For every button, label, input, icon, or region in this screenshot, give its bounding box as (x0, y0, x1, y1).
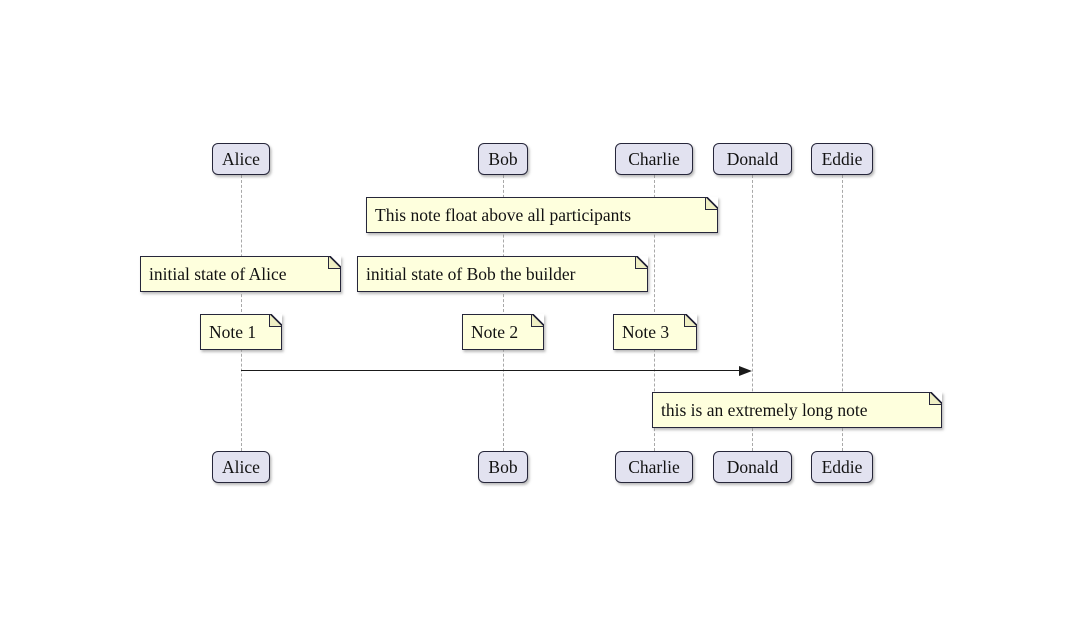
note-fold-icon (705, 197, 718, 210)
lifeline-charlie (654, 175, 655, 451)
note-fold-icon (929, 392, 942, 405)
note-fold-icon (684, 314, 697, 327)
message-arrow-alice-to-donald (241, 370, 745, 371)
lifeline-eddie (842, 175, 843, 451)
participant-alice-top: Alice (212, 143, 270, 175)
note-2: Note 2 (462, 314, 544, 350)
note-text: Note 3 (622, 321, 670, 342)
note-text: Note 2 (471, 321, 519, 342)
message-arrowhead-icon (739, 366, 752, 376)
note-text: Note 1 (209, 321, 257, 342)
lifeline-bob (503, 175, 504, 451)
note-fold-icon (269, 314, 282, 327)
lifeline-alice (241, 175, 242, 451)
participant-eddie-top: Eddie (811, 143, 873, 175)
note-initial-state-bob: initial state of Bob the builder (357, 256, 648, 292)
note-text: initial state of Bob the builder (366, 263, 576, 284)
note-extremely-long: this is an extremely long note (652, 392, 942, 428)
participant-donald-bottom: Donald (713, 451, 792, 483)
note-fold-icon (635, 256, 648, 269)
note-fold-icon (531, 314, 544, 327)
participant-charlie-bottom: Charlie (615, 451, 693, 483)
participant-charlie-top: Charlie (615, 143, 693, 175)
note-fold-icon (328, 256, 341, 269)
note-text: This note float above all participants (375, 204, 632, 225)
participant-donald-top: Donald (713, 143, 792, 175)
note-float-above-participants: This note float above all participants (366, 197, 718, 233)
lifeline-donald (752, 175, 753, 451)
note-text: initial state of Alice (149, 263, 287, 284)
note-3: Note 3 (613, 314, 697, 350)
note-text: this is an extremely long note (661, 399, 868, 420)
participant-bob-bottom: Bob (478, 451, 528, 483)
note-1: Note 1 (200, 314, 282, 350)
participant-alice-bottom: Alice (212, 451, 270, 483)
note-initial-state-alice: initial state of Alice (140, 256, 341, 292)
participant-bob-top: Bob (478, 143, 528, 175)
participant-eddie-bottom: Eddie (811, 451, 873, 483)
